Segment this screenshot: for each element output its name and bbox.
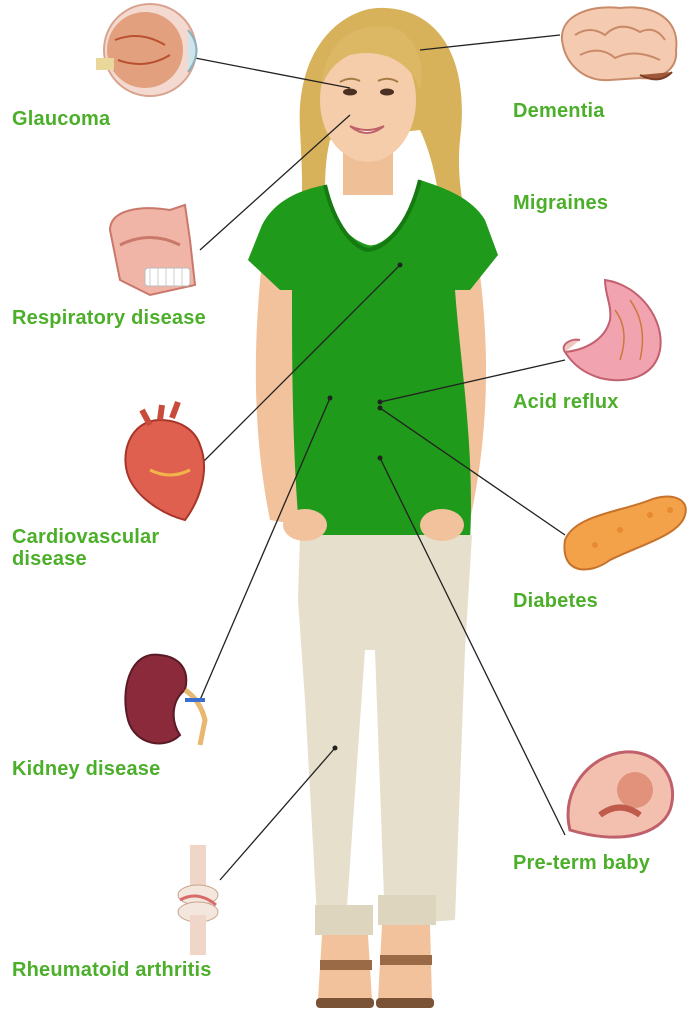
brain-icon [562,7,677,80]
heart-icon [125,402,204,520]
label-acid-reflux: Acid reflux [513,391,619,413]
stomach-icon [564,280,661,380]
eye-icon [96,4,197,96]
dot-chest [398,263,403,268]
right-hand [420,509,464,541]
pancreas-icon [564,496,685,569]
left-sandal-strap [320,960,372,970]
kidney-icon [125,655,205,745]
left-sandal-sole [316,998,374,1008]
pants [298,535,472,935]
left-hand [283,509,327,541]
dot-womb [378,456,383,461]
right-cuff [378,895,436,925]
label-diabetes: Diabetes [513,590,598,612]
label-glaucoma: Glaucoma [12,108,110,130]
fetus-icon [568,752,673,837]
right-sandal-sole [376,998,434,1008]
dot-stomach [378,400,383,405]
dot-pancreas [378,406,383,411]
right-sandal-strap [380,955,432,965]
woman-figure [248,8,498,1008]
label-dementia: Dementia [513,100,605,122]
left-eye [343,89,357,96]
dot-kidney [328,396,333,401]
label-kidney: Kidney disease [12,758,160,780]
label-preterm: Pre-term baby [513,852,650,874]
right-eye [380,89,394,96]
label-cardiovascular: Cardiovascular disease [12,526,159,570]
mouth-icon [110,205,195,295]
label-migraines: Migraines [513,192,608,214]
knee-icon [178,845,218,955]
dot-knee [333,746,338,751]
left-cuff [315,905,373,935]
label-respiratory: Respiratory disease [12,307,206,329]
label-arthritis: Rheumatoid arthritis [12,959,212,981]
